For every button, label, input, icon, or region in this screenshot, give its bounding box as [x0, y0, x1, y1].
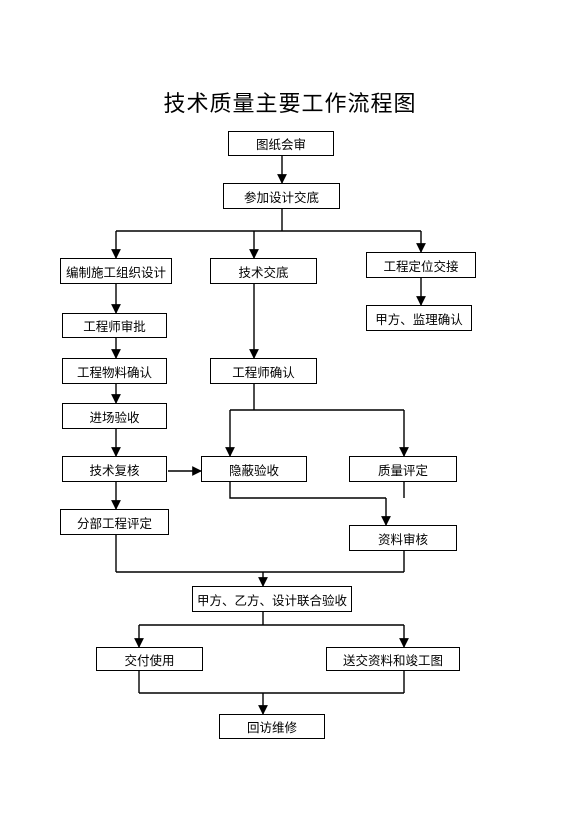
node-design-briefing: 参加设计交底 — [223, 183, 340, 209]
node-drawing-review: 图纸会审 — [228, 131, 334, 156]
node-concealed-inspection: 隐蔽验收 — [201, 456, 307, 482]
node-quality-assessment: 质量评定 — [349, 456, 457, 482]
connector-concealed-to-join — [229, 482, 386, 499]
node-document-review: 资料审核 — [349, 525, 457, 551]
node-submit-documents: 送交资料和竣工图 — [326, 647, 460, 671]
node-positioning-handover: 工程定位交接 — [366, 252, 476, 278]
node-tech-recheck: 技术复核 — [62, 456, 167, 482]
node-delivery-use: 交付使用 — [96, 647, 203, 671]
node-construction-design: 编制施工组织设计 — [60, 258, 172, 284]
node-subproject-assessment: 分部工程评定 — [60, 509, 169, 535]
page-title: 技术质量主要工作流程图 — [163, 92, 417, 117]
node-joint-acceptance: 甲方、乙方、设计联合验收 — [192, 586, 352, 612]
node-material-confirm: 工程物料确认 — [62, 358, 167, 384]
node-engineer-confirm: 工程师确认 — [210, 358, 317, 384]
node-party-a-supervision-confirm: 甲方、监理确认 — [366, 305, 472, 331]
node-tech-briefing: 技术交底 — [210, 258, 317, 284]
node-engineer-approval: 工程师审批 — [62, 313, 167, 338]
node-entry-inspection: 进场验收 — [62, 403, 167, 429]
node-return-visit: 回访维修 — [219, 714, 325, 739]
